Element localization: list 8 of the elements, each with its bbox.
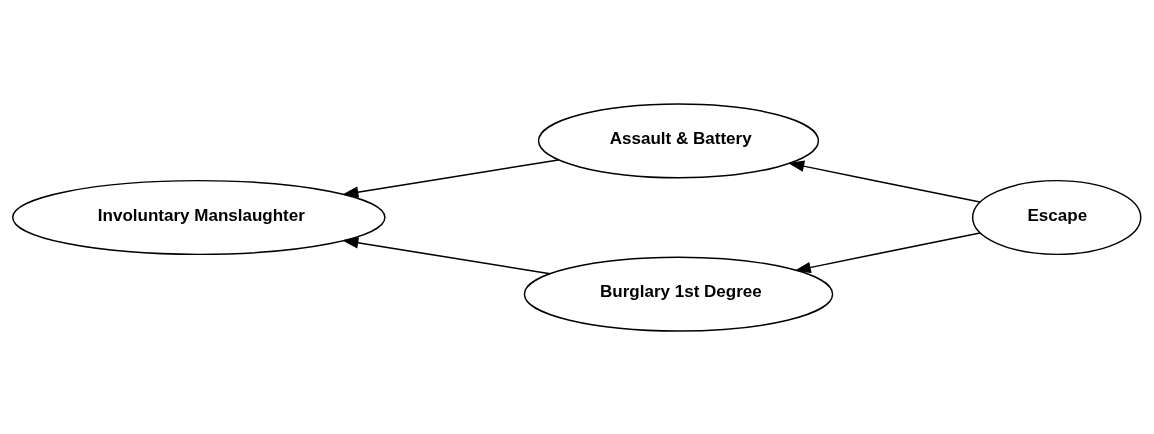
node-ellipse: Involuntary Manslaughter xyxy=(12,179,386,255)
arrow xyxy=(342,158,560,198)
arrow xyxy=(787,160,981,203)
node-ellipse: Burglary 1st Degree xyxy=(523,256,834,332)
node-ellipse: Escape xyxy=(971,179,1142,255)
arrow xyxy=(794,231,981,273)
node-ellipse: Assault & Battery xyxy=(537,102,820,178)
arrow xyxy=(342,236,551,274)
